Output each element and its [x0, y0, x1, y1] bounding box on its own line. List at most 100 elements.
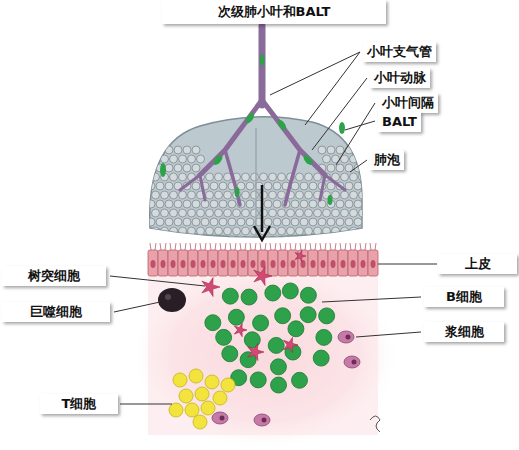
cilium	[210, 243, 211, 250]
alveolus	[332, 191, 340, 199]
nucleus	[251, 260, 256, 268]
epithelial-cell	[278, 250, 288, 276]
alveolus	[170, 191, 178, 199]
alveolus	[251, 173, 259, 181]
b-cell	[205, 315, 221, 331]
alveolus	[336, 164, 344, 172]
nucleus	[151, 260, 156, 268]
alveolus	[215, 227, 223, 235]
alveolus	[350, 227, 358, 235]
nucleus	[271, 260, 276, 268]
alveolus	[170, 209, 178, 217]
epithelial-cell	[158, 250, 168, 276]
cilium	[350, 243, 351, 250]
alveolus	[206, 191, 214, 199]
epithelial-cell	[178, 250, 188, 276]
alveolus	[264, 182, 272, 190]
alveolus	[161, 209, 169, 217]
nucleus	[321, 260, 326, 268]
alveolus	[305, 191, 313, 199]
macrophage	[158, 288, 186, 312]
t-cell	[185, 403, 199, 417]
dendritic-cell	[284, 337, 299, 352]
alveolus	[192, 236, 200, 244]
alveolus	[219, 236, 227, 244]
plasma-cell	[338, 331, 354, 343]
alveolus	[278, 227, 286, 235]
alveolus	[242, 191, 250, 199]
cilium	[375, 243, 376, 250]
alveolus	[305, 173, 313, 181]
alveolus	[215, 209, 223, 217]
nucleus	[191, 260, 196, 268]
alveolus	[332, 227, 340, 235]
alveolus	[309, 236, 317, 244]
alveolus	[147, 236, 155, 244]
b-cell	[313, 350, 329, 366]
alveolus	[188, 209, 196, 217]
alveolus	[305, 227, 313, 235]
alveolus	[350, 173, 358, 181]
alveolus	[278, 209, 286, 217]
title: 次级肺小叶和BALT	[162, 0, 386, 24]
alveolus	[269, 209, 277, 217]
epithelial-cell	[328, 250, 338, 276]
alveolus	[246, 182, 254, 190]
lobule-outline	[150, 117, 362, 237]
alveolus	[242, 173, 250, 181]
alveolus	[363, 182, 371, 190]
alveolus	[183, 146, 191, 154]
b-cell	[222, 288, 238, 304]
alveolus	[314, 173, 322, 181]
cilium	[320, 243, 321, 250]
b-cell	[271, 377, 287, 393]
alveolus	[170, 155, 178, 163]
alveolus	[273, 236, 281, 244]
b-cell	[275, 308, 291, 324]
alveolus	[269, 191, 277, 199]
epithelial-cell	[148, 250, 158, 276]
b-cell	[265, 285, 281, 301]
nucleus	[161, 260, 166, 268]
alveolus	[147, 182, 155, 190]
alveolus	[179, 209, 187, 217]
b-cell	[250, 372, 266, 388]
alveolus	[336, 146, 344, 154]
alveolus	[206, 227, 214, 235]
alveolus	[174, 146, 182, 154]
alveolus	[363, 218, 371, 226]
cilium	[205, 243, 206, 250]
t-cell	[221, 378, 235, 392]
cilium	[275, 243, 276, 250]
cilium	[160, 243, 161, 250]
alveolus	[269, 173, 277, 181]
alveolus	[354, 182, 362, 190]
epithelial-cell	[228, 250, 238, 276]
b-cell	[241, 289, 257, 305]
alveolus	[206, 209, 214, 217]
part-label: 肺泡	[370, 150, 404, 170]
epithelial-cell	[168, 250, 178, 276]
nucleus	[201, 260, 206, 268]
alveolus	[318, 236, 326, 244]
nucleus	[281, 260, 286, 268]
alveolus	[278, 173, 286, 181]
alveolus	[363, 236, 371, 244]
alveolus	[210, 182, 218, 190]
alveolus	[318, 146, 326, 154]
alveolus	[174, 200, 182, 208]
epithelial-cell	[188, 250, 198, 276]
alveolus	[183, 200, 191, 208]
cilium	[200, 243, 201, 250]
alveolus	[233, 227, 241, 235]
alveolus	[345, 146, 353, 154]
b-cell	[300, 307, 316, 323]
cilium	[250, 243, 251, 250]
alveolus	[264, 218, 272, 226]
alveolus	[354, 146, 362, 154]
cilium	[365, 243, 366, 250]
alveolus	[291, 200, 299, 208]
alveolus	[350, 155, 358, 163]
